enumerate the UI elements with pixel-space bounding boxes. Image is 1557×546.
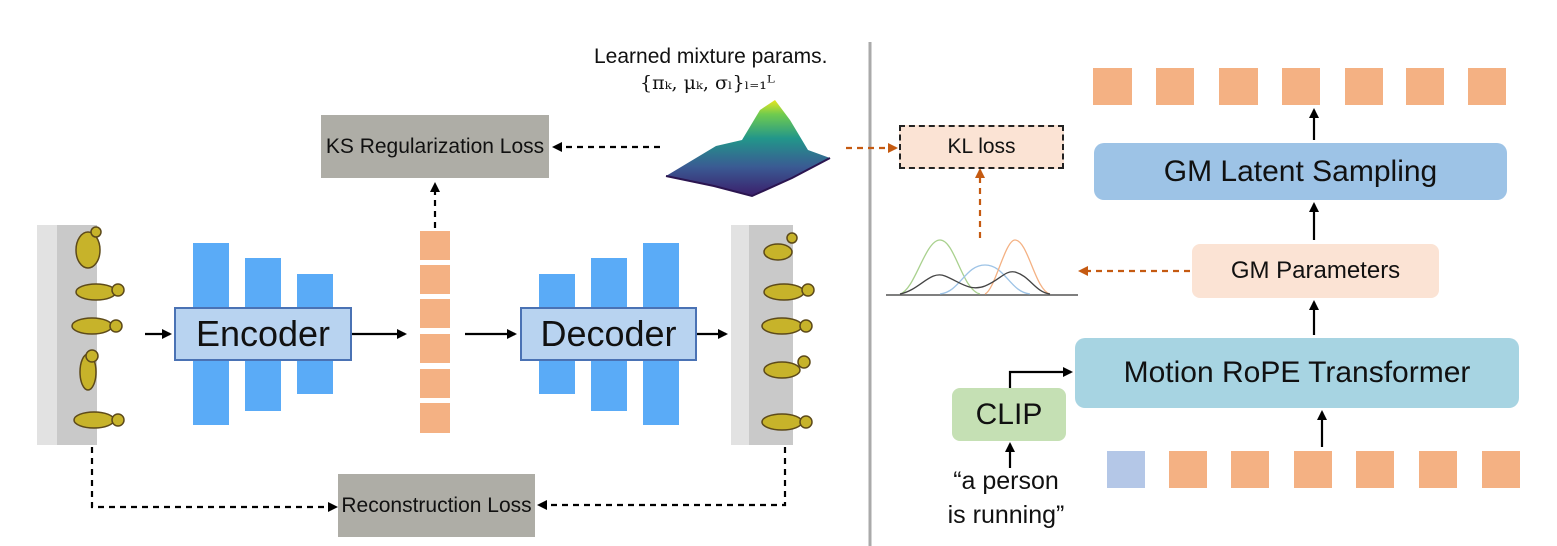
ks-regularization-loss-box: KS Regularization Loss	[321, 115, 549, 178]
encoder-label: Encoder	[195, 313, 331, 354]
mixture-formula: {πₖ, μₖ, σₗ}ₗ₌₁ᴸ	[640, 72, 775, 94]
ks-regularization-loss-label: KS Regularization Loss	[325, 135, 545, 158]
output-token-row	[1093, 68, 1506, 105]
input-token-row	[1107, 451, 1520, 488]
encoder-box: Encoder	[174, 307, 352, 361]
motion-rope-transformer-box: Motion RoPE Transformer	[1075, 338, 1519, 408]
gm-parameters-box: GM Parameters	[1192, 244, 1439, 298]
text-prompt-line-2: is running”	[947, 501, 1065, 529]
latent-token-column	[420, 231, 450, 433]
clip-box: CLIP	[952, 388, 1066, 441]
decoder-label: Decoder	[540, 313, 677, 354]
kl-loss-label: KL loss	[947, 135, 1016, 158]
output-motion-sequence	[731, 225, 815, 445]
mixture-surface-plot	[665, 100, 831, 198]
clip-label: CLIP	[975, 397, 1043, 431]
text-prompt-line-1: “a person	[953, 467, 1059, 495]
gm-latent-sampling-label: GM Latent Sampling	[1163, 154, 1438, 188]
kl-loss-box: KL loss	[899, 125, 1064, 169]
gm-latent-sampling-box: GM Latent Sampling	[1094, 143, 1507, 200]
decoder-box: Decoder	[520, 307, 697, 361]
input-motion-sequence	[37, 225, 125, 445]
motion-rope-transformer-label: Motion RoPE Transformer	[1123, 356, 1471, 389]
solid-arrows	[145, 108, 1327, 468]
reconstruction-loss-box: Reconstruction Loss	[338, 474, 535, 537]
text-prompt: “a person is running”	[931, 464, 1081, 532]
gm-parameters-label: GM Parameters	[1230, 257, 1401, 284]
dashed-orange-arrows	[846, 143, 1190, 276]
reconstruction-loss-label: Reconstruction Loss	[341, 494, 532, 517]
mixture-curves-plot	[886, 239, 1078, 296]
dashed-arrows	[90, 142, 787, 512]
mixture-title: Learned mixture params.	[594, 45, 828, 68]
